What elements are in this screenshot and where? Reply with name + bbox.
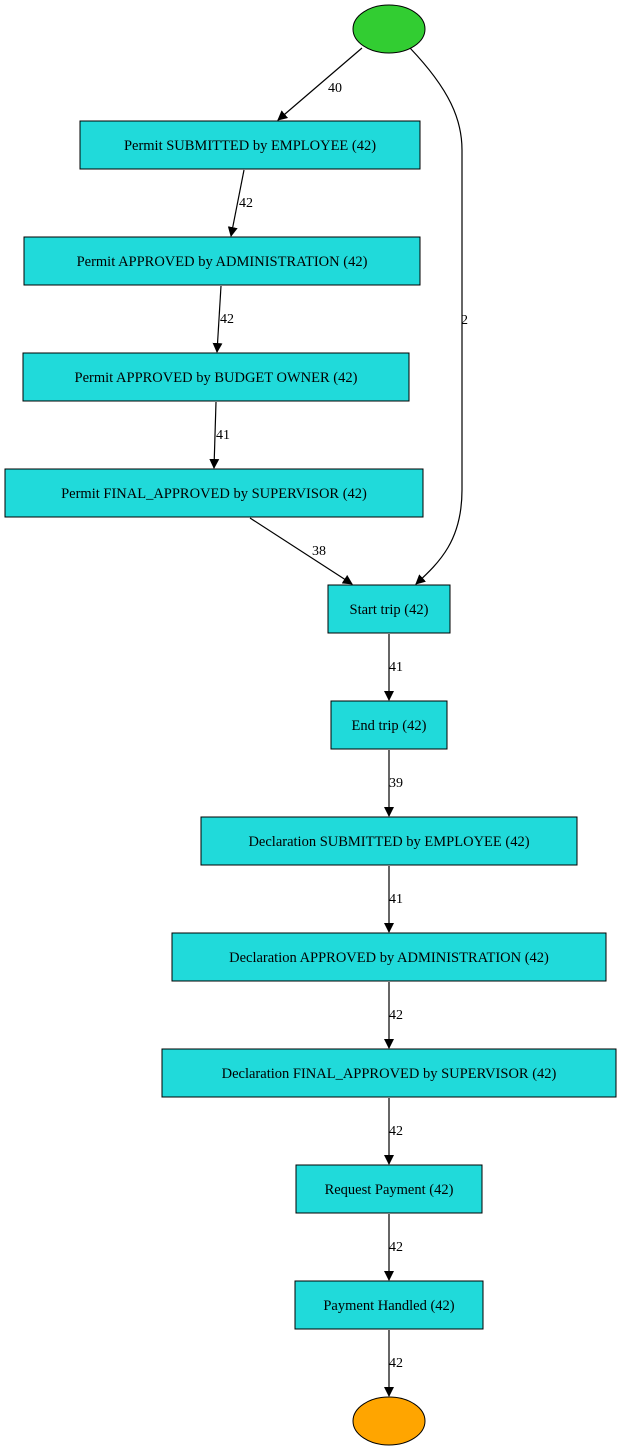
- node-declaration-submitted-employee[interactable]: Declaration SUBMITTED by EMPLOYEE (42): [200, 816, 578, 866]
- node-declaration-final-approved-supervisor[interactable]: Declaration FINAL_APPROVED by SUPERVISOR…: [161, 1048, 617, 1098]
- edge-start-to-permit-submitted: [277, 47, 363, 121]
- node-label: Declaration APPROVED by ADMINISTRATION (…: [229, 950, 549, 966]
- edge-label-approved-admin-to-budget-owner: 42: [220, 312, 234, 327]
- edge-approved-admin-to-budget-owner: [212, 285, 223, 353]
- node-label: Permit SUBMITTED by EMPLOYEE (42): [124, 138, 376, 154]
- node-permit-approved-administration[interactable]: Permit APPROVED by ADMINISTRATION (42): [23, 236, 421, 286]
- node-payment-handled[interactable]: Payment Handled (42): [294, 1280, 484, 1330]
- edge-start-to-start-trip: [409, 47, 463, 585]
- end-node[interactable]: [352, 1396, 426, 1446]
- edge-label-final-approved-to-start-trip: 38: [312, 544, 326, 559]
- edge-label-start-to-permit-submitted: 40: [328, 81, 342, 96]
- edge-label-payment-handled-to-end: 42: [389, 1356, 403, 1371]
- node-permit-approved-budget-owner[interactable]: Permit APPROVED by BUDGET OWNER (42): [22, 352, 410, 402]
- node-request-payment[interactable]: Request Payment (42): [295, 1164, 483, 1214]
- node-end-trip[interactable]: End trip (42): [330, 700, 448, 750]
- node-label: Permit APPROVED by ADMINISTRATION (42): [77, 254, 368, 270]
- node-label: Start trip (42): [350, 602, 429, 618]
- edge-label-declaration-approved-admin-to-final: 42: [389, 1008, 403, 1023]
- node-declaration-approved-administration[interactable]: Declaration APPROVED by ADMINISTRATION (…: [171, 932, 607, 982]
- edge-label-declaration-submitted-to-approved-admin: 41: [389, 892, 403, 907]
- node-label: Permit APPROVED by BUDGET OWNER (42): [75, 370, 358, 386]
- node-label: End trip (42): [352, 718, 427, 734]
- start-node[interactable]: [352, 4, 426, 54]
- edges: [209, 47, 463, 1397]
- edge-permit-submitted-to-approved-admin: [227, 169, 245, 237]
- edge-label-budget-owner-to-final-approved: 41: [216, 428, 230, 443]
- edge-label-start-to-start-trip: 2: [461, 313, 468, 328]
- node-label: Permit FINAL_APPROVED by SUPERVISOR (42): [61, 486, 367, 502]
- edge-label-declaration-final-to-request-payment: 42: [389, 1124, 403, 1139]
- node-permit-submitted-employee[interactable]: Permit SUBMITTED by EMPLOYEE (42): [79, 120, 421, 170]
- edge-final-approved-to-start-trip: [249, 517, 353, 585]
- edge-labels: 40 2 42 42 41 38 41 39 41 42 42 42 42: [216, 81, 468, 1371]
- node-start-trip[interactable]: Start trip (42): [327, 584, 451, 634]
- edge-label-end-trip-to-declaration-submitted: 39: [389, 776, 403, 791]
- edge-budget-owner-to-final-approved: [209, 401, 220, 469]
- node-label: Request Payment (42): [325, 1182, 454, 1198]
- node-permit-final-approved-supervisor[interactable]: Permit FINAL_APPROVED by SUPERVISOR (42): [4, 468, 424, 518]
- edge-label-permit-submitted-to-approved-admin: 42: [239, 196, 253, 211]
- node-label: Declaration SUBMITTED by EMPLOYEE (42): [248, 834, 529, 850]
- edge-label-start-trip-to-end-trip: 41: [389, 660, 403, 675]
- node-label: Payment Handled (42): [323, 1298, 454, 1314]
- nodes: Permit SUBMITTED by EMPLOYEE (42) Permit…: [4, 4, 617, 1446]
- node-label: Declaration FINAL_APPROVED by SUPERVISOR…: [222, 1066, 557, 1082]
- edge-label-request-payment-to-payment-handled: 42: [389, 1240, 403, 1255]
